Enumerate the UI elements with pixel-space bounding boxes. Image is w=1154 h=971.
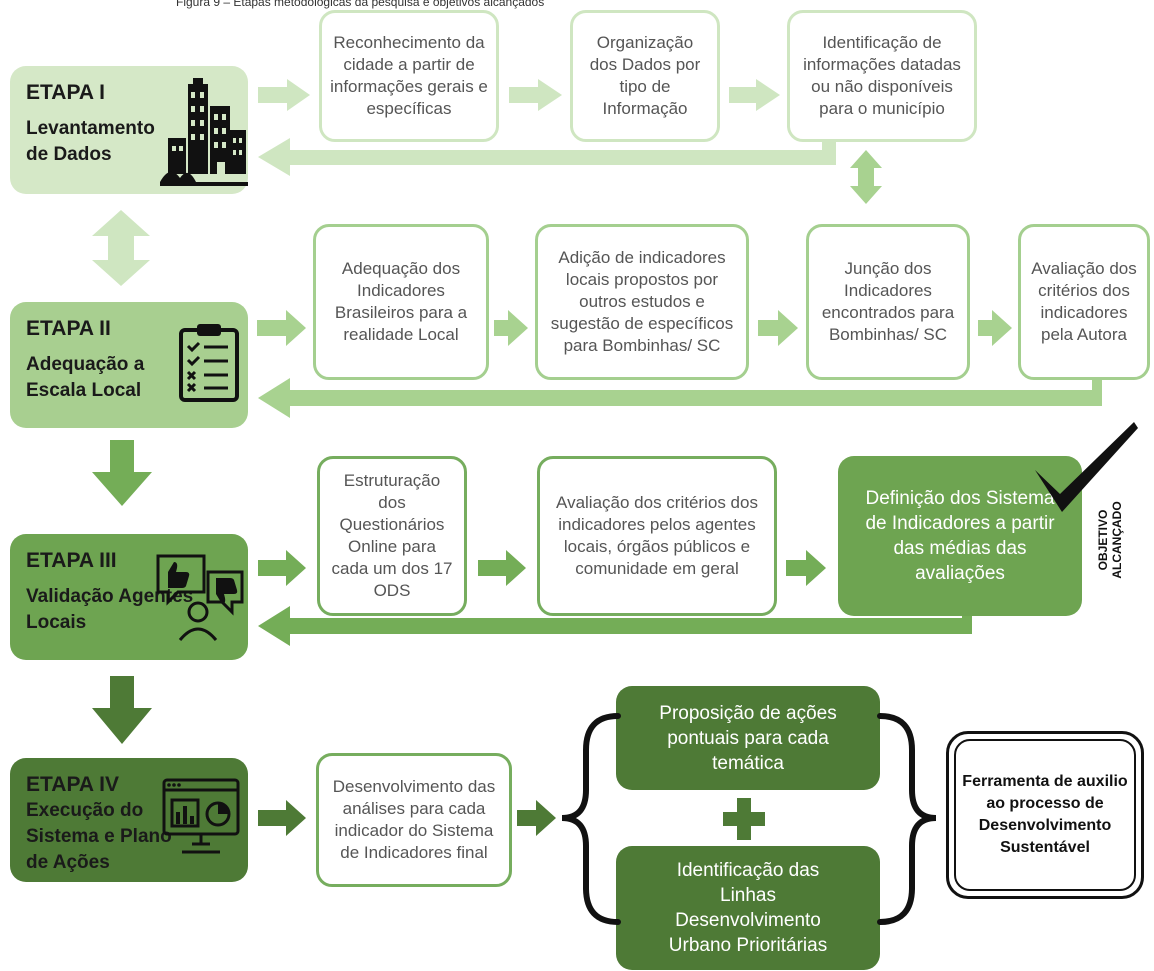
stage-2-title: ETAPA II bbox=[26, 317, 111, 340]
stage-4-title: ETAPA IV bbox=[26, 773, 119, 796]
stage-4: ETAPA IV Execução do Sistema e Plano de … bbox=[10, 758, 248, 882]
arrow-local-to-merge bbox=[758, 310, 798, 346]
step-local-indicators: Adição de indicadores locais propostos p… bbox=[535, 224, 749, 380]
clipboard-checklist-icon bbox=[179, 324, 239, 402]
arrow-agents-to-definition bbox=[786, 550, 826, 586]
stage-3: ETAPA III Validação Agentes Locais bbox=[10, 534, 248, 660]
arrow-stage3-to-questionnaires bbox=[258, 550, 306, 586]
arrow-stage1-to-city bbox=[258, 79, 310, 111]
arrow-organization-to-dated bbox=[729, 79, 780, 111]
step-questionnaires: Estruturação dos Questionários Online pa… bbox=[317, 456, 467, 616]
arrow-stage4-to-analysis bbox=[258, 800, 306, 836]
arrow-city-to-organization bbox=[509, 79, 562, 111]
step-indicator-merge: Junção dos Indicadores encontrados para … bbox=[806, 224, 970, 380]
feedback-thumbs-icon bbox=[156, 554, 244, 641]
step-analysis-development: Desenvolvimento das análises para cada i… bbox=[316, 753, 512, 887]
stage-1-title: ETAPA I bbox=[26, 81, 105, 104]
step-city-recognition: Reconhecimento da cidade a partir de inf… bbox=[319, 10, 499, 142]
city-buildings-icon bbox=[160, 78, 248, 186]
step-system-definition: Definição dos Sistema de Indicadores a p… bbox=[838, 456, 1082, 616]
step-punctual-actions: Proposição de ações pontuais para cada t… bbox=[616, 686, 880, 790]
stage-2-name: Adequação a Escala Local bbox=[26, 354, 145, 401]
arrow-adaptation-to-local bbox=[494, 310, 528, 346]
arrow-stage2-to-stage3 bbox=[92, 440, 152, 506]
arrow-questionnaires-to-agents bbox=[478, 550, 526, 586]
stage-3-title: ETAPA III bbox=[26, 549, 117, 572]
stage-4-name: Execução do Sistema e Plano de Ações bbox=[26, 800, 172, 873]
arrow-row2-return bbox=[258, 378, 1102, 418]
result-sustainable-tool: Ferramenta de auxilio ao processo de Des… bbox=[946, 731, 1144, 899]
stage-2: ETAPA II Adequação a Escala Local bbox=[10, 302, 248, 428]
figure-caption: Figura 9 – Etapas metodológicas da pesqu… bbox=[176, 0, 545, 9]
result-text: Ferramenta de auxilio ao processo de Des… bbox=[954, 739, 1136, 891]
arrow-stage2-to-adaptation bbox=[257, 310, 306, 346]
arrow-stage3-to-stage4 bbox=[92, 676, 152, 744]
arrow-row1-row2-double bbox=[850, 150, 882, 204]
step-dated-info: Identificação de informações datadas ou … bbox=[787, 10, 977, 142]
right-brace bbox=[877, 713, 937, 925]
arrow-merge-to-author bbox=[978, 310, 1012, 346]
arrow-stage1-stage2-double bbox=[92, 210, 150, 286]
arrow-analysis-to-brace bbox=[517, 800, 556, 836]
stage-1: ETAPA I Levantamento de Dados bbox=[10, 66, 248, 194]
checkmark-icon bbox=[1035, 422, 1138, 512]
stage-1-name: Levantamento de Dados bbox=[26, 118, 155, 165]
step-indicator-adaptation: Adequação dos Indicadores Brasileiros pa… bbox=[313, 224, 489, 380]
dashboard-monitor-icon bbox=[162, 778, 240, 854]
step-priority-lines: Identificação das Linhas Desenvolvimento… bbox=[616, 846, 880, 970]
left-brace bbox=[561, 713, 621, 925]
step-author-evaluation: Avaliação dos critérios dos indicadores … bbox=[1018, 224, 1150, 380]
step-data-organization: Organização dos Dados por tipo de Inform… bbox=[570, 10, 720, 142]
step-local-agents-evaluation: Avaliação dos critérios dos indicadores … bbox=[537, 456, 777, 616]
arrow-row1-return bbox=[258, 138, 836, 176]
arrow-row3-return bbox=[258, 606, 972, 646]
stage-3-name: Validação Agentes Locais bbox=[26, 586, 194, 633]
